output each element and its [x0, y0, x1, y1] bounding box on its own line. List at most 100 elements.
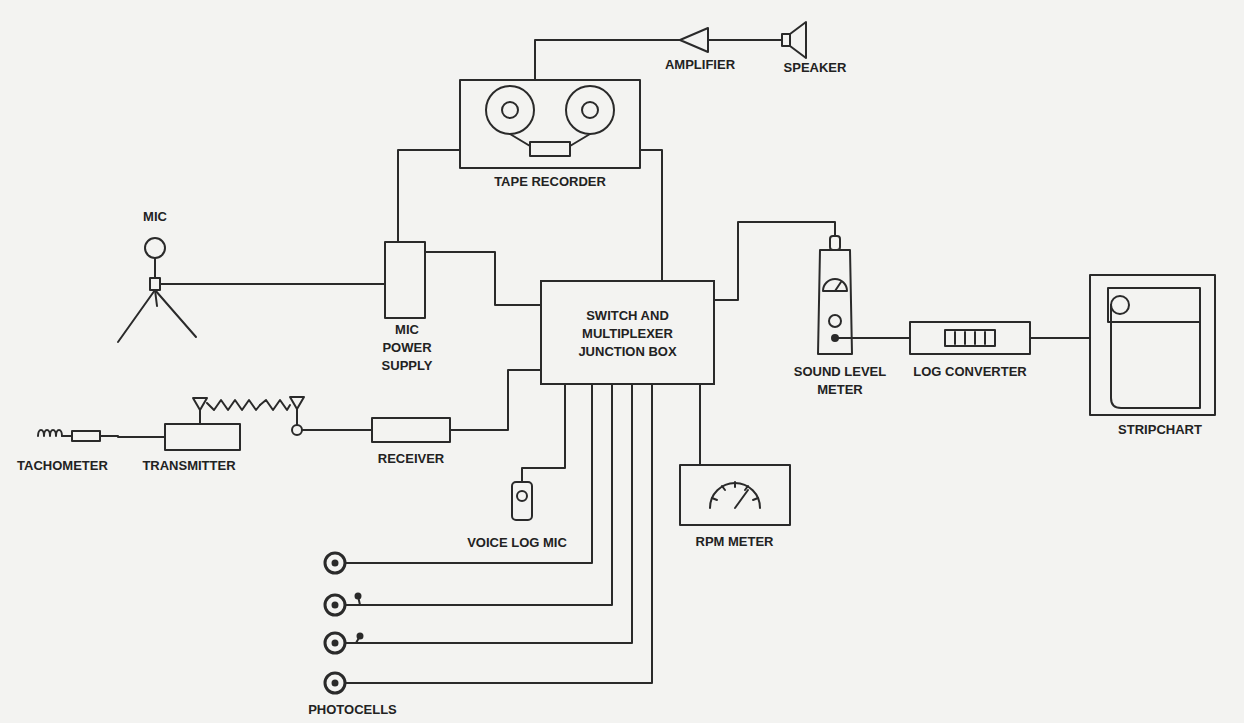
amplifier-symbol-part	[708, 39, 750, 41]
wire	[410, 385, 592, 563]
label-holder: AMPLIFIER	[650, 55, 750, 73]
receiver-box-part	[296, 409, 298, 425]
rpm-meter-icon-part	[710, 483, 760, 508]
voice-log-microphone-part	[512, 482, 532, 520]
microphone-stand-part	[145, 238, 165, 258]
component-label: RECEIVER	[378, 451, 444, 466]
strip-chart-recorder-part	[1111, 296, 1129, 314]
label-holder: STRIPCHART	[1095, 420, 1225, 438]
log-converter-box-part	[900, 337, 910, 339]
strip-chart-recorder-part	[1085, 337, 1090, 339]
photocell-group-part	[325, 633, 345, 653]
amplifier-symbol	[650, 28, 750, 52]
tachometer-coil	[38, 430, 115, 441]
rpm-meter: RPM METER	[672, 462, 797, 562]
speaker-symbol-part	[770, 39, 782, 41]
speaker-symbol	[770, 22, 806, 58]
voice-log-mic: VOICE LOG MIC	[457, 478, 577, 553]
photocell-group-part	[345, 562, 410, 564]
rpm-meter-icon-part	[680, 465, 790, 525]
power-supply-box	[372, 236, 442, 318]
log-converter: LOG CONVERTER	[900, 318, 1040, 398]
transmitter-box-part	[193, 398, 207, 410]
wire	[750, 39, 770, 41]
wire	[410, 385, 632, 643]
speaker-symbol-part	[782, 34, 790, 46]
photocell-group-part	[333, 561, 338, 566]
photocell-group-part	[358, 596, 360, 605]
log-converter-box-part	[954, 332, 956, 344]
transmitter: TRANSMITTER	[118, 398, 260, 474]
tape-recorder-icon-part	[582, 102, 598, 118]
photocell-group-part	[333, 641, 338, 646]
label-holder: MIC POWER SUPPLY	[376, 320, 438, 374]
strip-chart-recorder-part	[1111, 300, 1200, 408]
label-holder: VOICE LOG MIC	[457, 533, 577, 551]
receiver-box-part	[302, 429, 372, 431]
tachometer: TACHOMETER	[10, 422, 115, 474]
mic-power-supply: MIC POWER SUPPLY	[372, 236, 442, 371]
microphone-stand-part	[160, 283, 210, 285]
microphone-stand-part	[155, 290, 157, 306]
photocell-group-part	[333, 603, 338, 608]
tape-recorder-icon-part	[570, 134, 590, 146]
microphone-stand-part	[155, 290, 196, 337]
wire	[460, 370, 540, 430]
sound-level-meter-icon-part	[829, 315, 841, 327]
photocell-group-part	[325, 595, 345, 615]
receiver-box-part	[372, 418, 450, 442]
tape-recorder-icon-part	[534, 72, 536, 80]
tachometer-coil-part	[62, 435, 72, 437]
wire	[699, 385, 701, 462]
component-label: VOICE LOG MIC	[467, 535, 567, 550]
label-holder: TRANSMITTER	[118, 456, 260, 474]
receiver-box	[290, 397, 460, 442]
log-converter-box	[900, 322, 1040, 354]
power-supply-box-part	[372, 283, 385, 285]
component-label: MIC	[143, 209, 167, 224]
component-label: TACHOMETER	[17, 458, 108, 473]
microphone-stand	[118, 238, 210, 342]
receiver: RECEIVER	[290, 395, 460, 473]
sound-level-meter-icon-part	[835, 282, 841, 291]
component-label: STRIPCHART	[1118, 422, 1202, 437]
strip-chart: STRIPCHART	[1085, 272, 1225, 442]
rpm-meter-icon-part	[735, 490, 748, 508]
label-holder: SOUND LEVEL METER	[790, 362, 890, 398]
wire	[535, 40, 650, 72]
label-holder: SWITCH AND MULTIPLEXER JUNCTION BOX	[573, 306, 683, 360]
component-label: TAPE RECORDER	[494, 174, 606, 189]
rpm-meter-icon-part	[699, 462, 701, 465]
wire	[398, 150, 450, 236]
label-holder: MIC	[120, 207, 190, 225]
sound-level-meter: SOUND LEVEL METER	[790, 236, 890, 396]
component-label: MIC POWER SUPPLY	[382, 322, 433, 373]
log-converter-box-part	[945, 330, 995, 346]
microphone-stand-part	[118, 290, 155, 342]
wire	[890, 337, 900, 339]
component-label: LOG CONVERTER	[913, 364, 1026, 379]
photocell-group-part	[345, 682, 410, 684]
transmitter-box-part	[199, 410, 201, 424]
log-converter-box-part	[964, 332, 966, 344]
log-converter-box-part	[974, 332, 976, 344]
photocell-group-part	[325, 553, 345, 573]
tachometer-coil-part	[100, 435, 115, 437]
rpm-meter-icon-part	[712, 498, 717, 500]
wire	[260, 400, 290, 410]
transmitter-box	[118, 398, 260, 450]
wire	[410, 385, 652, 683]
strip-chart-recorder-part	[1108, 288, 1200, 322]
label-holder: TAPE RECORDER	[450, 172, 650, 190]
voice-log-microphone-part	[521, 478, 523, 482]
rpm-meter-icon	[680, 462, 790, 525]
rpm-meter-icon-part	[753, 498, 758, 500]
amplifier-symbol-part	[650, 39, 680, 41]
transmitter-box-part	[165, 424, 240, 450]
tape-recorder-icon-part	[460, 80, 640, 168]
component-label: SPEAKER	[784, 60, 847, 75]
sound-level-meter-icon-part	[838, 337, 890, 339]
tape-recorder-icon-part	[640, 149, 650, 151]
microphone: MIC	[100, 205, 210, 345]
